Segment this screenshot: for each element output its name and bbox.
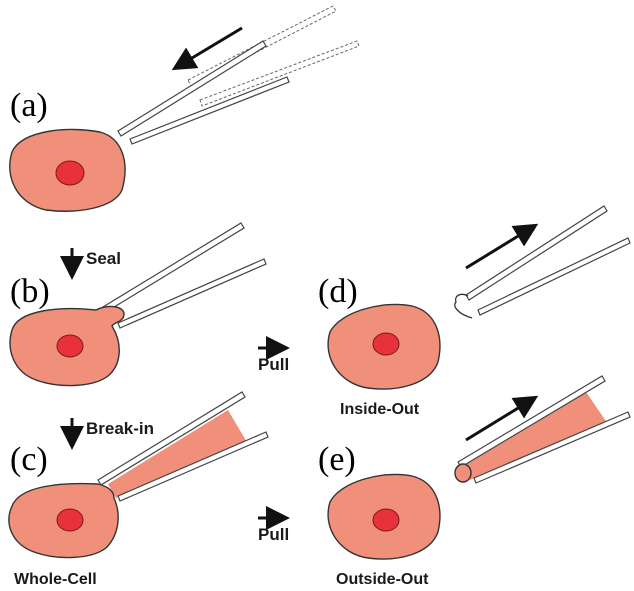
outside-out-label: Outside-Out — [336, 571, 429, 588]
panel-c-label: (c) — [10, 441, 48, 478]
nucleus-a — [55, 160, 85, 186]
panel-d-label: (d) — [318, 273, 358, 310]
nucleus-e — [372, 508, 400, 532]
excised-patch-outside-out — [454, 463, 472, 483]
panel-a-label: (a) — [10, 87, 48, 124]
pipette-d-lower-wall — [477, 237, 631, 316]
pull-label-bottom: Pull — [258, 525, 289, 544]
pipette-c-cytoplasm — [108, 410, 248, 498]
pipette-c-lower-wall — [117, 431, 269, 502]
pipette-e-cytoplasm — [464, 392, 608, 480]
pipette-c-upper-wall — [97, 391, 246, 486]
nucleus-b — [56, 334, 84, 358]
ghost-pipette-lower — [199, 40, 360, 107]
pipette-lower-wall — [129, 76, 290, 145]
panel-a: (a) — [9, 5, 360, 212]
excised-patch-inside-out — [454, 293, 473, 319]
panel-d: (d) Inside-Out — [318, 205, 631, 418]
pipette-b-lower-wall — [117, 258, 267, 329]
pipette-d-upper-wall — [465, 205, 608, 301]
seal-label: Seal — [86, 249, 121, 268]
approach-arrow — [171, 26, 243, 71]
pipette-e-lower-wall — [473, 411, 631, 484]
panel-b-label: (b) — [10, 273, 50, 310]
panel-b: Seal (b) Pull — [9, 222, 290, 387]
withdraw-arrow-d — [465, 223, 539, 270]
whole-cell-label: Whole-Cell — [14, 571, 97, 588]
pipette-upper-wall — [117, 40, 267, 137]
panel-e-label: (e) — [318, 441, 356, 478]
nucleus-c — [56, 508, 84, 532]
pull-label-top: Pull — [258, 355, 289, 374]
inside-out-label: Inside-Out — [340, 401, 420, 418]
nucleus-d — [372, 332, 400, 356]
panel-c: Break-in (c) Pull Whole-Cell — [8, 391, 290, 588]
withdraw-arrow-e — [465, 395, 539, 442]
panel-e: (e) Outside-Out — [318, 375, 631, 588]
break-in-label: Break-in — [86, 419, 154, 438]
